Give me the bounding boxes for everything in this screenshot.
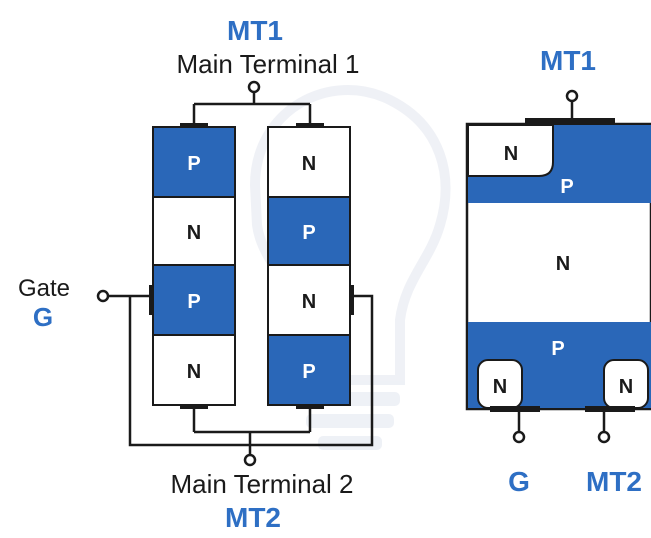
svg-text:P: P [187,153,200,175]
equivalent-circuit: MT1 Main Terminal 1 P N P N N P N [18,15,374,533]
mt1-label: MT1 [227,15,283,46]
main-terminal-2-label: Main Terminal 2 [170,469,353,499]
gate-terminal [96,289,110,303]
cross-section-mt2-label: MT2 [586,466,642,497]
cross-section-mt1-terminal [565,89,579,103]
cross-section-mt2-terminal [597,430,611,444]
svg-text:N: N [187,222,201,244]
cross-section-gate-terminal [512,430,526,444]
triac-cross-section: MT1 P N N P N N G MT2 [465,45,651,497]
left-layer-n-2 [152,334,236,406]
left-layer-n-1 [152,196,236,266]
top-n-region [467,124,554,177]
svg-text:N: N [493,376,507,398]
svg-text:N: N [302,153,316,175]
right-layer-n-1 [267,126,351,198]
svg-text:P: P [302,222,315,244]
svg-text:P: P [302,361,315,383]
mt2-label: MT2 [225,502,281,533]
mt2-terminal [243,453,257,467]
svg-text:P: P [551,338,564,360]
mt1-terminal [247,80,261,94]
svg-text:P: P [560,176,573,198]
gate-letter-label: G [33,302,53,332]
main-terminal-1-label: Main Terminal 1 [176,49,359,79]
svg-text:N: N [504,143,518,165]
gate-label: Gate [18,275,70,302]
cross-section-gate-label: G [508,466,530,497]
left-layer-p-1 [152,126,236,198]
svg-text:N: N [187,361,201,383]
middle-n-layer: N [556,253,570,275]
right-layer-p-2 [267,334,351,406]
cross-section-mt1-label: MT1 [540,45,596,76]
right-layer-p-1 [267,196,351,266]
svg-text:N: N [619,376,633,398]
right-thyristor-stack: N P N P [267,126,351,406]
left-thyristor-stack: P N P N [152,126,236,406]
svg-text:P: P [187,291,200,313]
svg-text:N: N [302,291,316,313]
